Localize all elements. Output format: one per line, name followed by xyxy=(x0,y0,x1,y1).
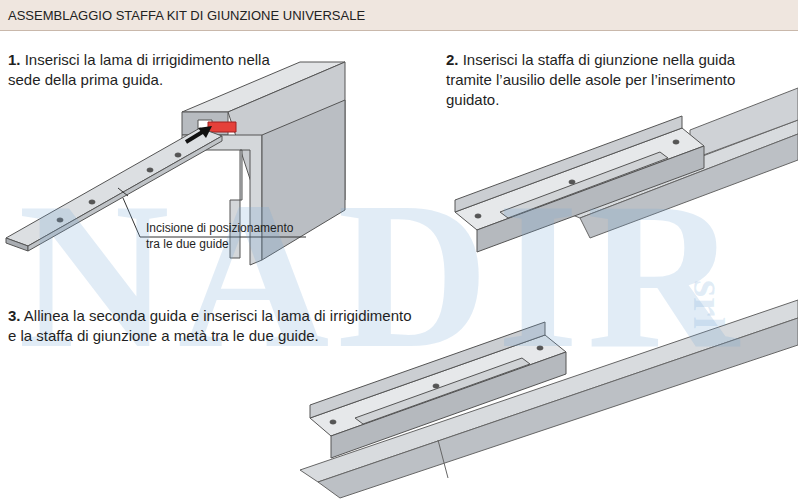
step-instruction: 1. Inserisci la lama di irrigidimento ne… xyxy=(8,50,278,90)
step-number: 1. xyxy=(8,51,21,68)
watermark: srl xyxy=(686,280,730,329)
step-number: 2. xyxy=(446,51,459,68)
title: ASSEMBLAGGIO STAFFA KIT DI GIUNZIONE UNI… xyxy=(8,8,365,24)
insert-arrow xyxy=(186,126,212,142)
step-text: Allinea la seconda guida e inserisci la … xyxy=(8,307,412,344)
step-instruction: 2. Inserisci la staffa di giunzione nell… xyxy=(446,50,736,110)
watermark: NADIR xyxy=(18,170,746,380)
step-number: 3. xyxy=(8,307,21,324)
step-text: Inserisci la lama di irrigidimento nella… xyxy=(8,51,270,88)
step-text: Inserisci la staffa di giunzione nella g… xyxy=(446,51,735,108)
callout-label: Incisione di posizionamento tra le due g… xyxy=(146,220,306,252)
step-instruction: 3. Allinea la seconda guida e inserisci … xyxy=(8,306,418,346)
